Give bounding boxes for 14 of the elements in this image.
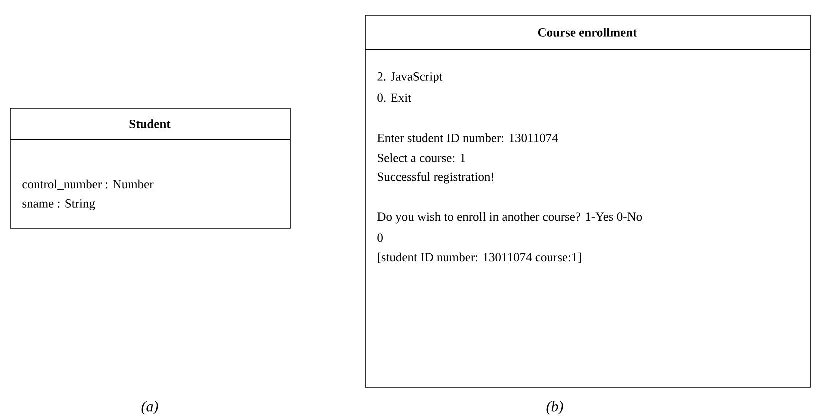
console-line: Do you wish to enroll in another course? 1-Yes 0-No xyxy=(378,212,642,224)
console-title: Course enrollment xyxy=(538,28,638,37)
class-name: Student xyxy=(130,120,171,128)
attribute-text: control_number : Number xyxy=(22,180,154,190)
attribute-text: sname : String xyxy=(22,200,96,210)
panel-label: (a) xyxy=(142,401,158,415)
console-line: Successful registration! xyxy=(378,172,494,184)
console-line: Select a course: 1 xyxy=(378,154,466,162)
console-line: 2. JavaScript xyxy=(378,72,443,84)
panel-label: (b) xyxy=(546,401,564,415)
console-line: Enter student ID number: 13011074 xyxy=(378,134,558,142)
console-line: [student ID number: 13011074 course:1] xyxy=(378,252,581,264)
console-line: 0. Exit xyxy=(378,94,412,102)
console-line: 0 xyxy=(378,234,383,242)
